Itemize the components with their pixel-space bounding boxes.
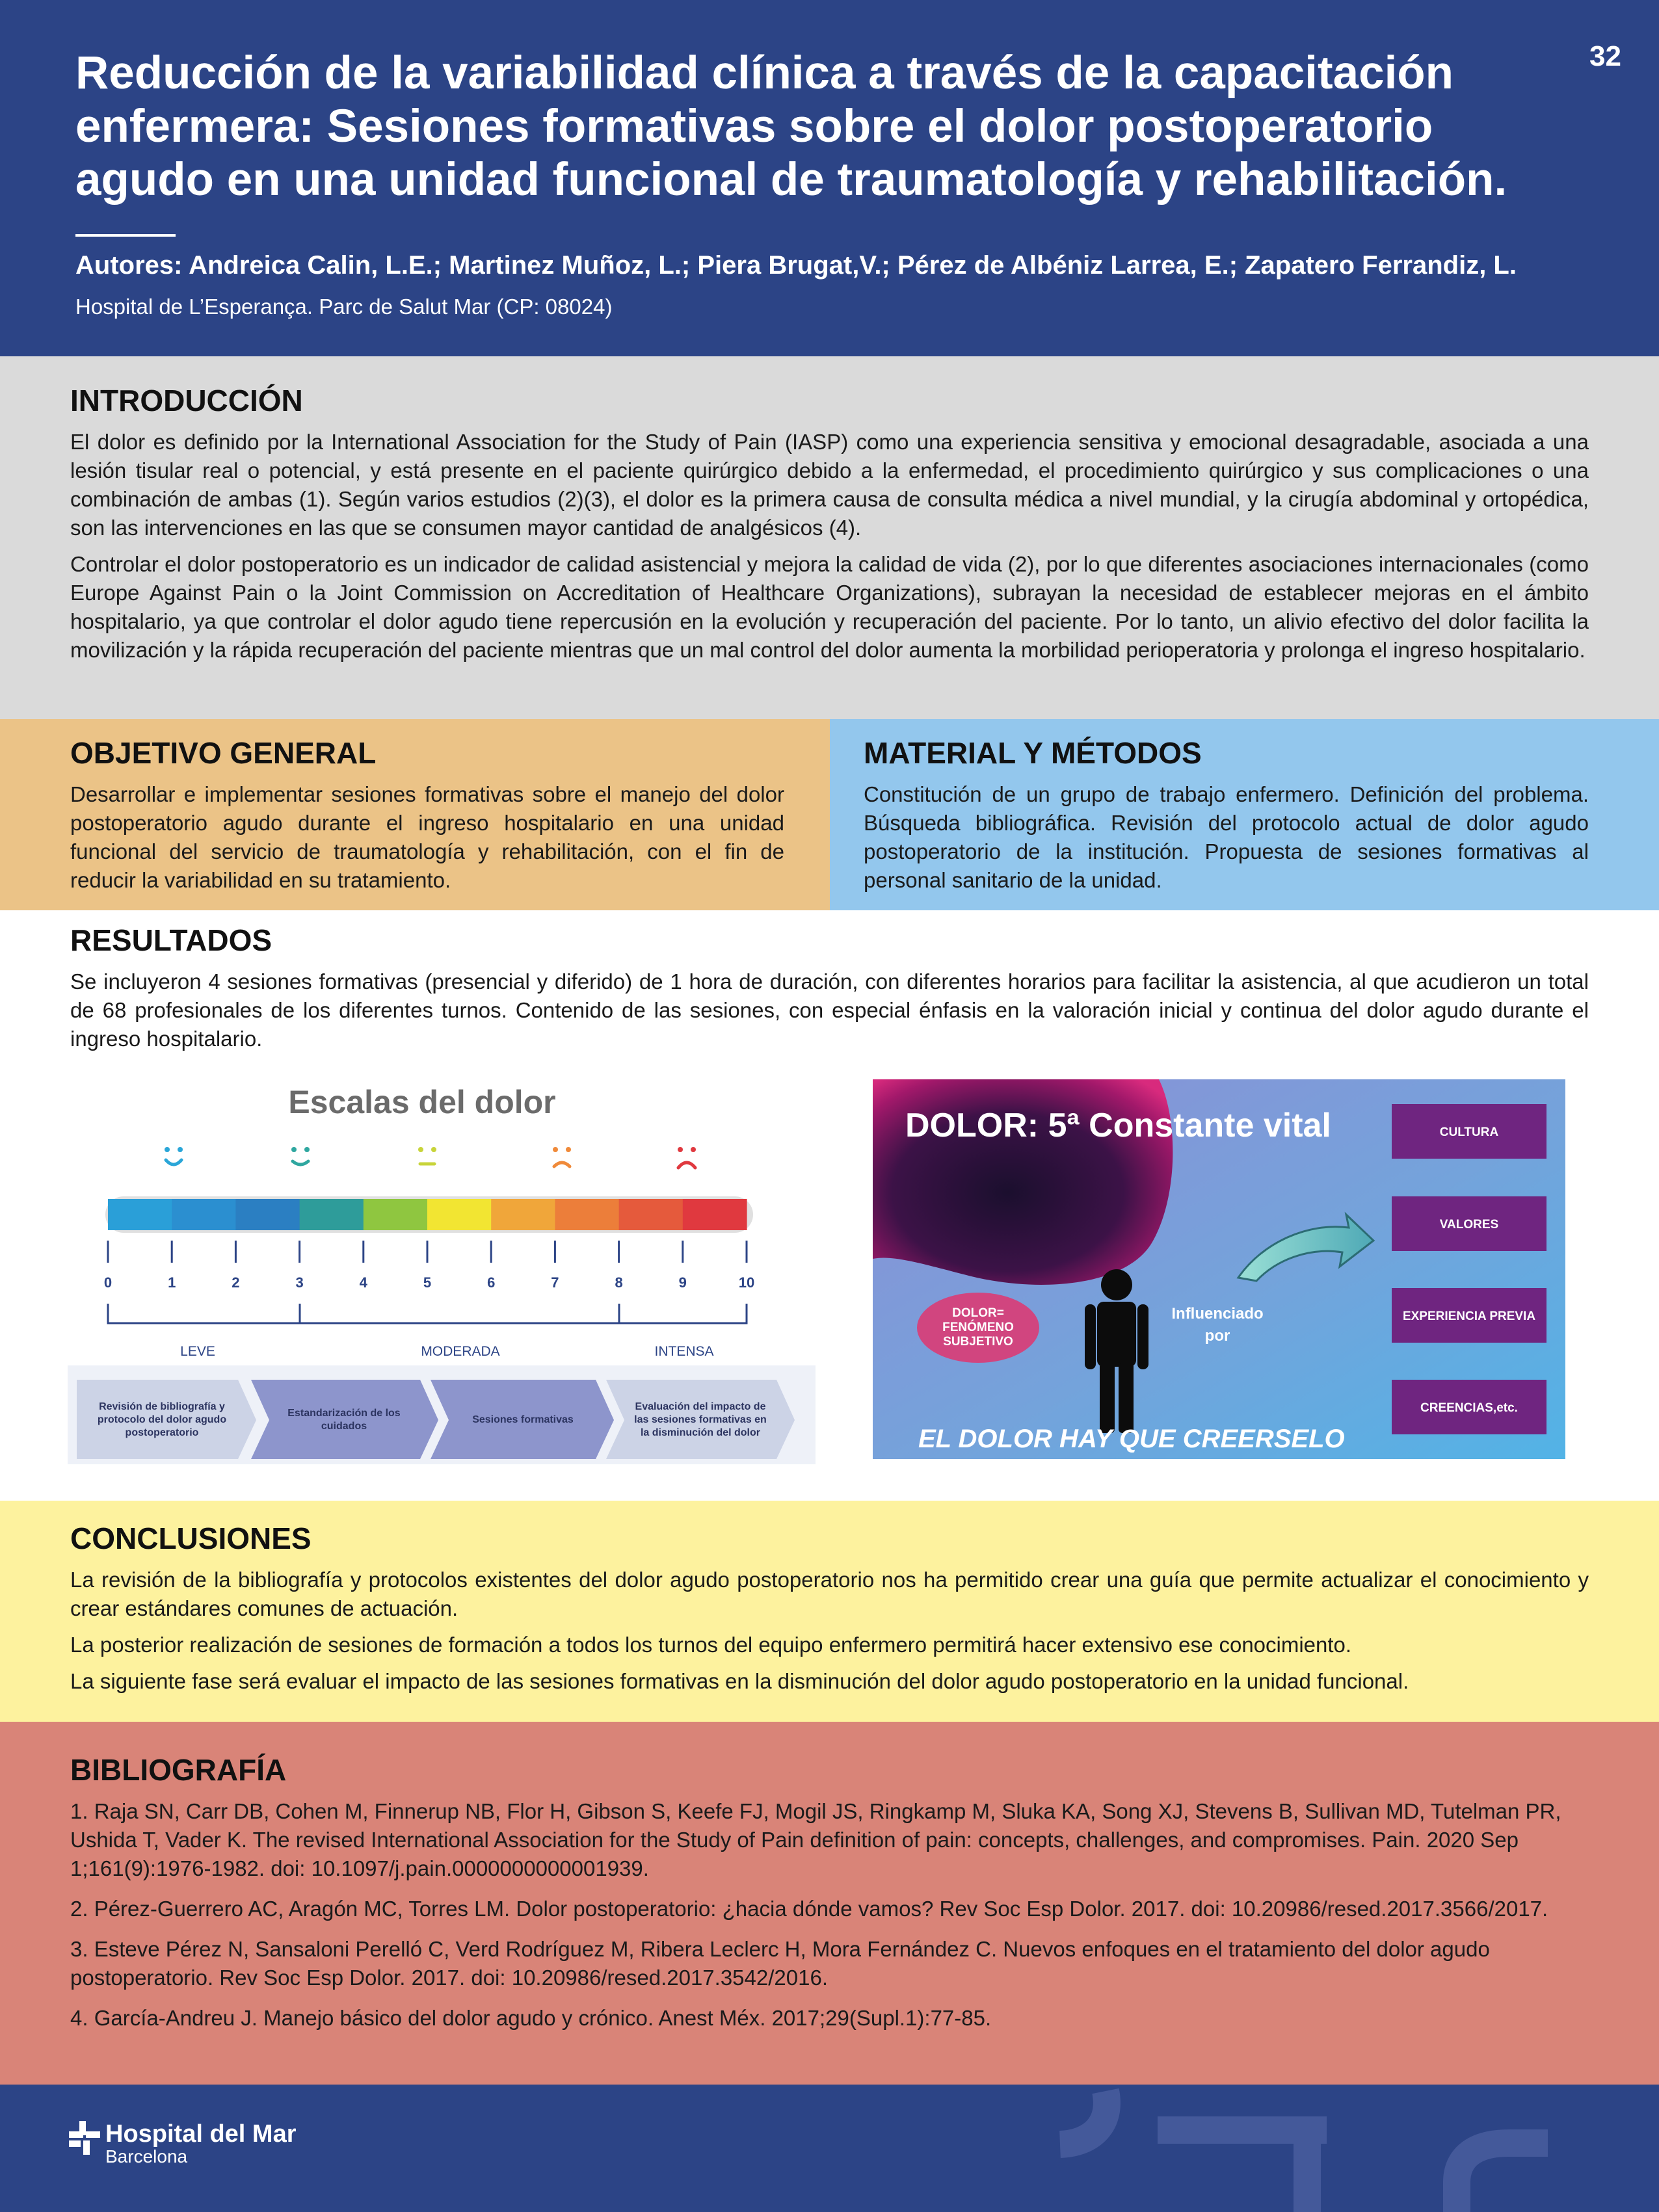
paragraph: El dolor es definido por la Internationa… (70, 430, 1589, 540)
poster-footer: Hospital del Mar Barcelona (0, 2085, 1659, 2212)
dolor-constante-vital-figure: DOLOR: 5ª Constante vital DOLOR= FENÓMEN… (873, 1079, 1565, 1459)
scale-tick-label: 8 (615, 1274, 622, 1291)
scale-ticks: 0 1 2 3 4 5 6 7 8 9 10 (104, 1241, 754, 1291)
page-number: 32 (1589, 40, 1621, 72)
affiliation: Hospital de L’Esperança. Parc de Salut M… (75, 295, 613, 319)
section-introduccion: INTRODUCCIÓN El dolor es definido por la… (0, 356, 1659, 719)
poster-title: Reducción de la variabilidad clínica a t… (75, 47, 1507, 205)
factor-label: CULTURA (1440, 1126, 1499, 1139)
hospital-del-mar-logo: Hospital del Mar Barcelona (69, 2120, 329, 2178)
pain-face-icon (291, 1147, 310, 1166)
section-material-metodos: MATERIAL Y MÉTODOS Constitución de un gr… (830, 719, 1659, 910)
scale-segment (235, 1199, 300, 1230)
step-3-label: Sesiones formativas (472, 1414, 574, 1425)
scale-segment (491, 1199, 555, 1230)
subjective-bubble-label: DOLOR= FENÓMENO SUBJETIVO (942, 1306, 1014, 1349)
factor-box (1392, 1104, 1546, 1159)
pain-faces (164, 1147, 697, 1170)
logo-name: Hospital del Mar (105, 2120, 297, 2148)
section-objetivo: OBJETIVO GENERAL Desarrollar e implement… (0, 719, 830, 910)
graphic-title: DOLOR: 5ª Constante vital (905, 1107, 1331, 1144)
reference: 1. Raja SN, Carr DB, Cohen M, Finnerup N… (70, 1799, 1561, 1880)
scale-segment (299, 1199, 364, 1230)
pain-face-icon (418, 1147, 436, 1166)
section-title: BIBLIOGRAFÍA (70, 1753, 287, 1787)
category-intensa: INTENSA (654, 1344, 713, 1359)
scale-segment (427, 1199, 492, 1230)
section-bibliografia: BIBLIOGRAFÍA 1. Raja SN, Carr DB, Cohen … (0, 1722, 1659, 2085)
scale-bar (108, 1199, 747, 1230)
influence-label: Influenciado por (1171, 1305, 1264, 1345)
scale-segment (682, 1199, 747, 1230)
paragraph: La revisión de la bibliografía y protoco… (70, 1568, 1589, 1620)
scale-tick-label: 9 (679, 1274, 687, 1291)
paragraph: Se incluyeron 4 sesiones formativas (pre… (70, 969, 1589, 1051)
factor-label: EXPERIENCIA PREVIA (1403, 1310, 1535, 1323)
scale-tick-label: 5 (423, 1274, 431, 1291)
curved-arrow-icon (1236, 1211, 1375, 1282)
section-conclusiones: CONCLUSIONES La revisión de la bibliogra… (0, 1501, 1659, 1722)
category-moderada: MODERADA (421, 1344, 499, 1359)
pain-face-icon (552, 1147, 572, 1168)
scale-segment (363, 1199, 428, 1230)
hospital-cross-icon (69, 2121, 100, 2155)
section-title: INTRODUCCIÓN (70, 384, 303, 417)
scale-tick-label: 10 (739, 1274, 754, 1291)
authors: Autores: Andreica Calin, L.E.; Martinez … (75, 251, 1517, 280)
scale-segment (108, 1199, 172, 1230)
step-2-label: Estandarización de los cuidados (287, 1408, 401, 1432)
scale-segment (555, 1199, 620, 1230)
factor-box (1392, 1288, 1546, 1343)
step-4-label: Evaluación del impacto de las sesiones f… (634, 1401, 767, 1438)
process-flow: Revisión de bibliografía y protocolo del… (77, 1380, 795, 1459)
scale-tick-label: 3 (295, 1274, 303, 1291)
step-arrow (431, 1380, 614, 1459)
section-title: OBJETIVO GENERAL (70, 736, 377, 770)
reference: 2. Pérez-Guerrero AC, Aragón MC, Torres … (70, 1897, 1548, 1921)
factor-label: CREENCIAS,etc. (1420, 1401, 1518, 1415)
category-leve: LEVE (180, 1344, 215, 1359)
scale-tick-label: 4 (360, 1274, 368, 1291)
factor-boxes: CULTURA VALORES EXPERIENCIA PREVIA CREEN… (1392, 1104, 1546, 1434)
decorative-shapes (1059, 2088, 1548, 2212)
reference: 3. Esteve Pérez N, Sansaloni Perelló C, … (70, 1937, 1490, 1990)
paragraph: Constitución de un grupo de trabajo enfe… (864, 782, 1589, 892)
scale-segment (172, 1199, 236, 1230)
person-icon (1085, 1269, 1148, 1433)
scale-tick-label: 0 (104, 1274, 112, 1291)
poster-header: 32 Reducción de la variabilidad clínica … (0, 0, 1659, 356)
slogan: EL DOLOR HAY QUE CREERSELO (918, 1425, 1345, 1453)
reference: 4. García-Andreu J. Manejo básico del do… (70, 2006, 992, 2030)
paragraph: La posterior realización de sesiones de … (70, 1633, 1352, 1657)
scale-segment (618, 1199, 684, 1230)
paragraph: Controlar el dolor postoperatorio es un … (70, 552, 1589, 662)
factor-label: VALORES (1440, 1218, 1498, 1231)
factor-box (1392, 1380, 1546, 1434)
pain-face-icon (164, 1147, 183, 1166)
step-arrow (77, 1380, 256, 1459)
logo-city: Barcelona (105, 2146, 188, 2166)
title-divider (75, 234, 176, 237)
pain-scale-figure: Escalas del dolor 0 1 2 3 4 5 6 7 8 9 10 LEVE MODE… (68, 1084, 816, 1464)
section-title: MATERIAL Y MÉTODOS (864, 736, 1202, 770)
section-title: RESULTADOS (70, 923, 272, 957)
section-title: CONCLUSIONES (70, 1521, 312, 1555)
subjective-bubble (917, 1293, 1039, 1363)
scale-tick-label: 6 (487, 1274, 495, 1291)
step-arrow (251, 1380, 438, 1459)
step-1-label: Revisión de bibliografía y protocolo del… (97, 1401, 227, 1438)
scale-tick-label: 7 (551, 1274, 559, 1291)
pain-scale-title: Escalas del dolor (288, 1084, 555, 1120)
pain-face-icon (676, 1147, 697, 1170)
scale-tick-label: 2 (232, 1274, 239, 1291)
paragraph: La siguiente fase será evaluar el impact… (70, 1669, 1409, 1693)
category-brackets (107, 1304, 748, 1324)
scale-tick-label: 1 (168, 1274, 176, 1291)
dark-blob-shape (873, 1079, 1173, 1285)
paragraph: Desarrollar e implementar sesiones forma… (70, 782, 784, 892)
step-arrow (606, 1380, 795, 1459)
factor-box (1392, 1196, 1546, 1251)
